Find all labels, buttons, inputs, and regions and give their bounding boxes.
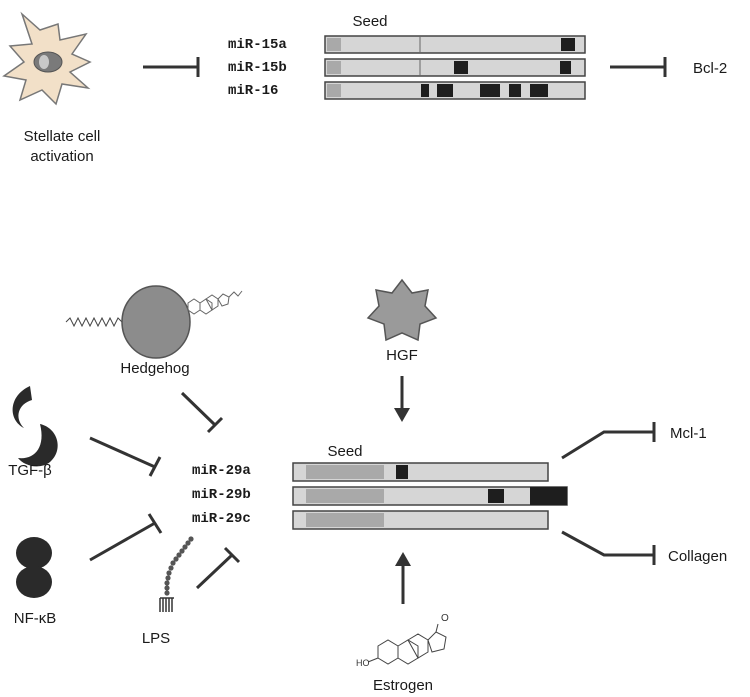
mirna-29b-bar bbox=[292, 486, 568, 506]
mirna-29c-label: miR-29c bbox=[192, 511, 251, 527]
mirna-15a-bar bbox=[324, 35, 586, 54]
mirna-29c-bar bbox=[292, 510, 549, 530]
regulator-lps: LPS bbox=[142, 630, 170, 647]
stellate-cell-icon bbox=[2, 11, 92, 106]
cell-label-line1: Stellate cell bbox=[24, 128, 101, 145]
target-mcl1: Mcl-1 bbox=[670, 425, 707, 442]
cell-label-line2: activation bbox=[30, 148, 93, 165]
inhibit-arrow-nfkb bbox=[89, 513, 163, 562]
regulator-hedgehog: Hedgehog bbox=[120, 360, 189, 377]
estrogen-structure-icon bbox=[367, 623, 447, 665]
inhibit-arrow-hedgehog bbox=[180, 391, 224, 434]
tgfb-icon bbox=[12, 386, 58, 467]
inhibit-arrow-lps bbox=[195, 546, 241, 590]
mirna-29a-bar bbox=[292, 462, 549, 482]
regulator-hgf: HGF bbox=[386, 347, 418, 364]
regulator-estrogen: Estrogen bbox=[373, 677, 433, 694]
estrogen-o-label: O bbox=[441, 613, 449, 624]
mirna-15b-label: miR-15b bbox=[228, 60, 287, 76]
seed-label-top: Seed bbox=[352, 13, 387, 30]
target-bcl2: Bcl-2 bbox=[693, 60, 727, 77]
mirna-16-label: miR-16 bbox=[228, 83, 278, 99]
inhibit-arrow-mcl1 bbox=[561, 422, 656, 460]
regulator-tgfb: TGF-β bbox=[8, 462, 52, 479]
activate-arrow-estrogen bbox=[395, 552, 411, 604]
hgf-icon bbox=[366, 278, 438, 342]
mirna-15b-bar bbox=[324, 58, 586, 77]
inhibit-arrow-bcl2 bbox=[610, 57, 667, 77]
seed-label-bottom: Seed bbox=[327, 443, 362, 460]
inhibit-arrow-tgfb bbox=[89, 436, 162, 477]
activate-arrow-hgf bbox=[394, 376, 410, 422]
mirna-16-bar bbox=[324, 81, 586, 100]
target-collagen: Collagen bbox=[668, 548, 727, 565]
mirna-29b-label: miR-29b bbox=[192, 487, 251, 503]
inhibit-arrow-collagen bbox=[561, 530, 656, 565]
mirna-29a-label: miR-29a bbox=[192, 463, 251, 479]
lps-icon bbox=[159, 536, 194, 612]
hedgehog-icon bbox=[65, 285, 243, 359]
inhibit-arrow-cell bbox=[143, 57, 200, 77]
estrogen-ho-label: HO bbox=[356, 658, 370, 668]
regulator-nfkb: NF-κB bbox=[14, 610, 57, 627]
mirna-15a-label: miR-15a bbox=[228, 37, 287, 53]
nfkb-icon bbox=[16, 537, 52, 598]
